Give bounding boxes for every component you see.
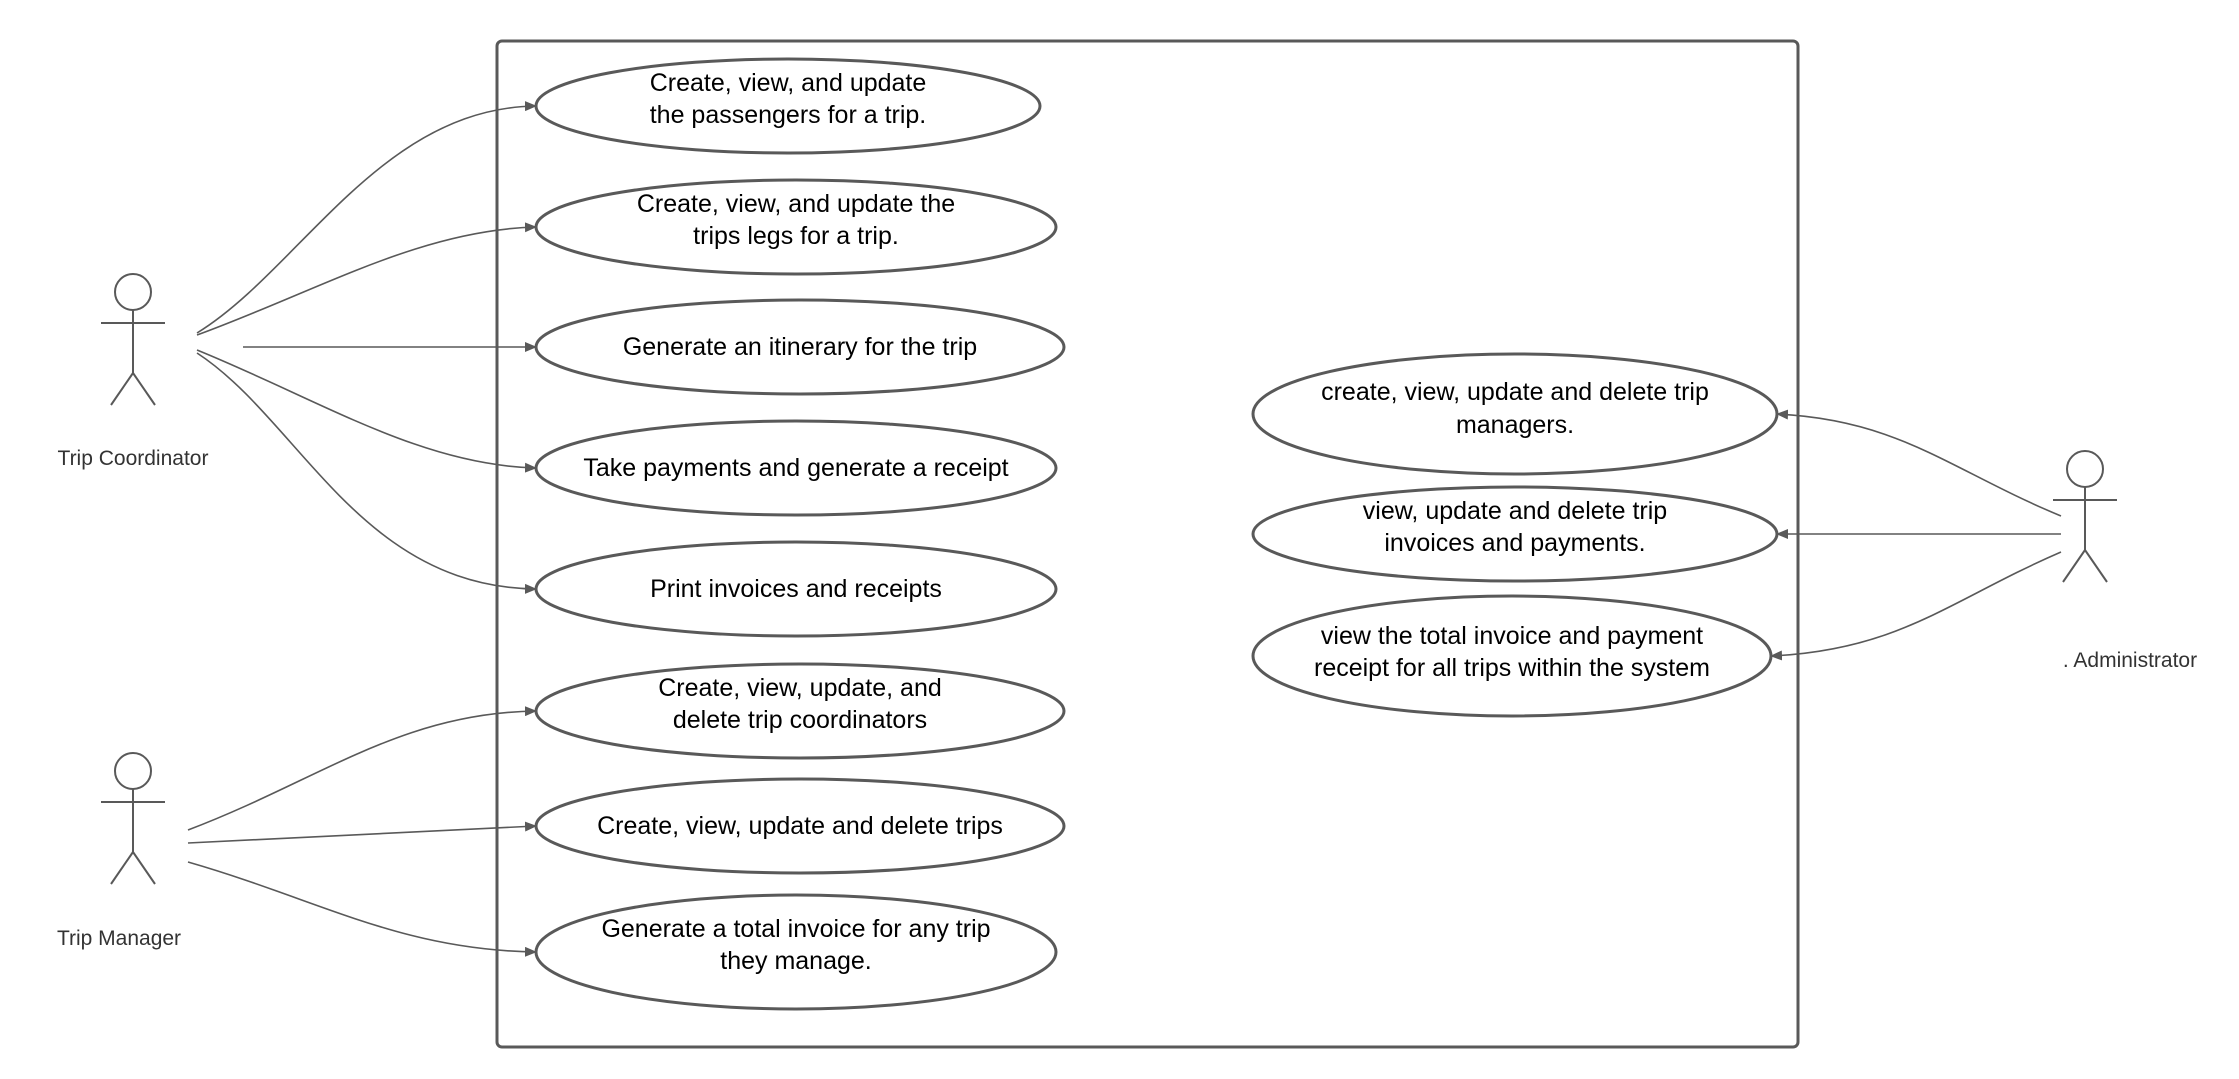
association-arrow <box>1770 551 2062 661</box>
use-case-label: Print invoices and receipts <box>650 575 942 603</box>
actor-trip-manager[interactable]: Trip Manager <box>57 752 181 950</box>
use-case-manage-trips[interactable]: Create, view, update and delete trips <box>534 777 1066 875</box>
use-case-generate-total-invoice[interactable]: Generate a total invoice for any trip th… <box>534 893 1058 1011</box>
use-case-label: Take payments and generate a receipt <box>583 454 1008 482</box>
use-case-label: receipt for all trips within the system <box>1314 654 1710 682</box>
association-arrow <box>196 101 537 334</box>
use-case-manage-coordinators[interactable]: Create, view, update, and delete trip co… <box>534 662 1066 760</box>
use-case-label: Generate an itinerary for the trip <box>623 333 977 361</box>
use-case-label: trips legs for a trip. <box>693 222 899 250</box>
use-case-label: delete trip coordinators <box>673 706 927 734</box>
use-case-manage-passengers[interactable]: Create, view, and update the passengers … <box>534 57 1042 155</box>
use-case-manage-invoices-payments[interactable]: view, update and delete trip invoices an… <box>1251 485 1779 583</box>
use-case-label: Create, view, update, and <box>658 674 942 702</box>
association-arrow <box>187 861 537 957</box>
association-arrow <box>187 706 537 831</box>
use-case-label: managers. <box>1456 411 1574 439</box>
stick-figure-icon <box>101 752 165 885</box>
stick-figure-icon <box>2053 450 2117 583</box>
use-case-label: Generate a total invoice for any trip <box>601 915 990 943</box>
actor-label: Trip Manager <box>57 927 181 950</box>
use-case-generate-itinerary[interactable]: Generate an itinerary for the trip <box>534 298 1066 396</box>
use-case-label: Create, view, update and delete trips <box>597 812 1003 840</box>
association-arrow <box>196 222 537 336</box>
use-case-label: view the total invoice and payment <box>1321 622 1703 650</box>
use-case-label: create, view, update and delete trip <box>1321 378 1709 406</box>
use-case-view-total-invoice[interactable]: view the total invoice and payment recei… <box>1251 594 1773 718</box>
use-case-label: Create, view, and update <box>650 69 927 97</box>
actor-trip-coordinator[interactable]: Trip Coordinator <box>58 273 209 470</box>
use-case-take-payments[interactable]: Take payments and generate a receipt <box>534 419 1058 517</box>
association-arrow <box>187 821 537 844</box>
use-case-label: Create, view, and update the <box>637 190 955 218</box>
use-case-manage-trip-legs[interactable]: Create, view, and update the trips legs … <box>534 178 1058 276</box>
use-case-print-invoices[interactable]: Print invoices and receipts <box>534 540 1058 638</box>
use-case-label: invoices and payments. <box>1384 529 1645 557</box>
use-case-label: the passengers for a trip. <box>650 101 927 129</box>
actor-administrator[interactable]: . Administrator <box>2053 450 2197 672</box>
stick-figure-icon <box>101 273 165 406</box>
use-case-manage-trip-managers[interactable]: create, view, update and delete trip man… <box>1251 352 1779 476</box>
association-arrow <box>196 352 537 594</box>
association-arrow <box>196 349 537 473</box>
actor-label: . Administrator <box>2063 649 2197 672</box>
use-case-label: they manage. <box>720 947 872 975</box>
association-arrow <box>1776 409 2062 517</box>
actor-label: Trip Coordinator <box>58 447 209 470</box>
use-case-label: view, update and delete trip <box>1363 497 1667 525</box>
